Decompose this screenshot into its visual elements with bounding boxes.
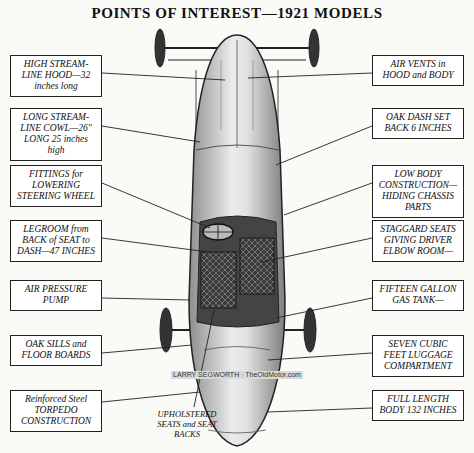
callout-text: LOW BODY CONSTRUCTION—HIDING CHASSIS PAR… — [377, 169, 459, 213]
callout-box: HIGH STREAM-LINE HOOD—32 inches long — [10, 55, 102, 97]
callout-text: AIR PRESSURE PUMP — [15, 284, 97, 306]
callout-text: AIR VENTS in HOOD and BODY — [377, 59, 459, 81]
callout-text: OAK SILLS and FLOOR BOARDS — [15, 339, 97, 361]
watermark: LARRY SEGWORTH · TheOldMotor.com — [171, 371, 303, 379]
callout-box: FITTINGS for LOWERING STEERING WHEEL — [10, 165, 102, 207]
callout-box: Reinforced Steel TORPEDO CONSTRUCTION — [10, 390, 102, 432]
leader-lines — [102, 73, 372, 412]
callout-box: LONG STREAM-LINE COWL—26" LONG 25 inches… — [10, 108, 102, 161]
callout-text: STAGGARD SEATS GIVING DRIVER ELBOW ROOM— — [377, 224, 459, 257]
callout-text: LONG STREAM-LINE COWL—26" LONG 25 inches… — [15, 112, 97, 156]
callout-text: SEVEN CUBIC FEET LUGGAGE COMPARTMENT — [377, 339, 459, 372]
callout-box: AIR VENTS in HOOD and BODY — [372, 55, 464, 86]
callout-box: OAK DASH SET BACK 6 INCHES — [372, 108, 464, 139]
callout-box: STAGGARD SEATS GIVING DRIVER ELBOW ROOM— — [372, 220, 464, 262]
callout-text: FULL LENGTH BODY 132 INCHES — [377, 394, 459, 416]
callout-text: Reinforced Steel TORPEDO CONSTRUCTION — [15, 394, 97, 427]
callout-text: FIFTEEN GALLON GAS TANK— — [377, 284, 459, 306]
callout-text: LEGROOM from BACK of SEAT to DASH—47 INC… — [15, 224, 97, 257]
callout-box: SEVEN CUBIC FEET LUGGAGE COMPARTMENT — [372, 335, 464, 377]
callout-text: HIGH STREAM-LINE HOOD—32 inches long — [15, 59, 97, 92]
callout-box: FIFTEEN GALLON GAS TANK— — [372, 280, 464, 311]
callout-box: LEGROOM from BACK of SEAT to DASH—47 INC… — [10, 220, 102, 262]
callout-box: LOW BODY CONSTRUCTION—HIDING CHASSIS PAR… — [372, 165, 464, 218]
callout-box: OAK SILLS and FLOOR BOARDS — [10, 335, 102, 366]
part-note: UPHOLSTERED SEATS and SEAT BACKS — [150, 410, 224, 439]
car-body — [189, 35, 285, 446]
callout-text: OAK DASH SET BACK 6 INCHES — [377, 112, 459, 134]
callout-box: AIR PRESSURE PUMP — [10, 280, 102, 311]
callout-box: FULL LENGTH BODY 132 INCHES — [372, 390, 464, 421]
diagram-title: POINTS OF INTEREST—1921 MODELS — [0, 5, 474, 22]
callout-text: FITTINGS for LOWERING STEERING WHEEL — [15, 169, 97, 202]
